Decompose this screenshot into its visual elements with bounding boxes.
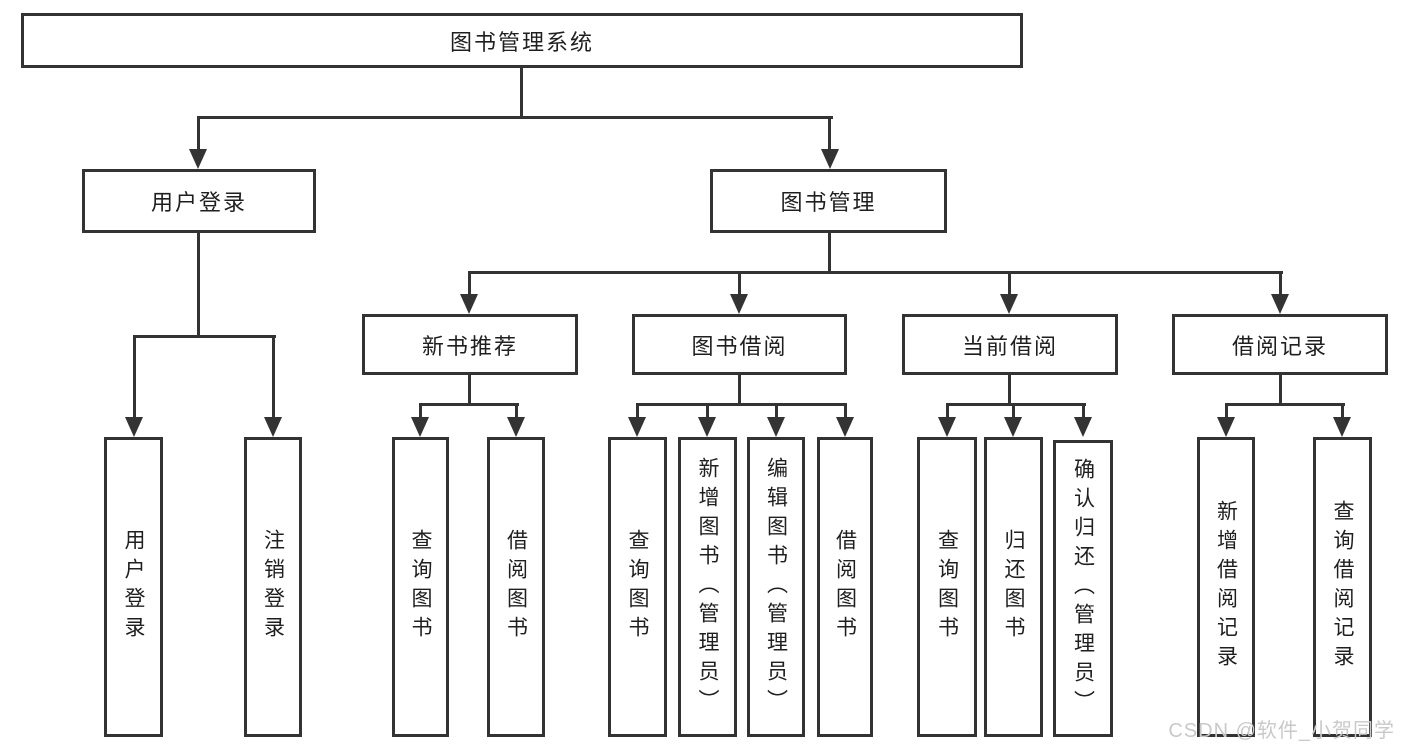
- node-label: 查询借阅记录: [1331, 500, 1354, 674]
- connector-line: [1341, 403, 1344, 418]
- node-label: 当前借阅: [961, 333, 1058, 359]
- connector-line: [419, 403, 422, 418]
- node-book-management: 图书管理: [710, 169, 947, 233]
- node-label: 归还图书: [1002, 529, 1025, 645]
- leaf-add-borrowing-record: 新增借阅记录: [1197, 437, 1255, 737]
- connector-line: [738, 271, 741, 297]
- connector-line: [468, 271, 471, 297]
- connector-line: [1225, 403, 1228, 418]
- connector-line: [515, 403, 518, 418]
- node-label: 新书推荐: [421, 333, 518, 359]
- connector-line: [1225, 403, 1345, 406]
- connector-line: [419, 403, 519, 406]
- arrowhead-down-icon: [698, 417, 716, 437]
- connector-line: [1012, 403, 1015, 418]
- node-root: 图书管理系统: [21, 13, 1023, 68]
- node-label: 借阅图书: [504, 529, 528, 645]
- node-label: 借阅图书: [833, 529, 857, 645]
- connector-line: [844, 403, 847, 418]
- arrowhead-down-icon: [1333, 417, 1351, 437]
- arrowhead-down-icon: [1074, 417, 1092, 437]
- node-user-login: 用户登录: [82, 169, 316, 233]
- leaf-logout: 注销登录: [244, 437, 302, 737]
- arrowhead-down-icon: [730, 294, 748, 314]
- leaf-return-books: 归还图书: [984, 437, 1043, 737]
- arrowhead-down-icon: [189, 149, 207, 169]
- node-borrowing-records: 借阅记录: [1172, 314, 1388, 375]
- arrowhead-down-icon: [767, 417, 785, 437]
- node-label: 新增借阅记录: [1214, 500, 1238, 674]
- arrowhead-down-icon: [1271, 294, 1289, 314]
- connector-line: [133, 335, 136, 418]
- node-label: 查询图书: [935, 529, 959, 645]
- connector-line: [946, 403, 949, 418]
- connector-line: [946, 403, 1086, 406]
- node-label: 图书借阅: [691, 333, 788, 359]
- connector-line: [636, 403, 847, 406]
- arrowhead-down-icon: [1004, 417, 1022, 437]
- connector-line: [272, 335, 275, 418]
- node-label: 用户登录: [150, 190, 247, 215]
- connector-line: [636, 403, 639, 418]
- node-label: 编辑图书（管理员）: [764, 456, 788, 718]
- node-label: 确认归还（管理员）: [1071, 458, 1095, 719]
- node-label: 注销登录: [261, 529, 285, 645]
- connector-line: [706, 403, 709, 418]
- connector-line: [133, 335, 276, 338]
- connector-line: [197, 116, 833, 119]
- leaf-add-books-admin: 新增图书（管理员）: [678, 437, 737, 737]
- node-label: 图书管理: [780, 190, 877, 215]
- arrowhead-down-icon: [628, 417, 646, 437]
- node-current-borrowing: 当前借阅: [902, 314, 1118, 375]
- connector-line: [738, 374, 741, 406]
- arrowhead-down-icon: [460, 294, 478, 314]
- connector-line: [197, 231, 200, 337]
- connector-line: [1008, 374, 1011, 406]
- arrowhead-down-icon: [938, 417, 956, 437]
- leaf-query-books-recommend: 查询图书: [392, 437, 449, 737]
- leaf-query-books-borrowing: 查询图书: [608, 437, 667, 737]
- connector-line: [468, 374, 471, 406]
- arrowhead-down-icon: [1000, 294, 1018, 314]
- connector-line: [468, 271, 1283, 274]
- connector-line: [197, 116, 200, 150]
- leaf-user-login: 用户登录: [104, 437, 163, 737]
- connector-line: [828, 116, 831, 150]
- arrowhead-down-icon: [264, 417, 282, 437]
- connector-line: [520, 66, 523, 119]
- watermark: CSDN @软件_小贺同学: [1168, 720, 1395, 742]
- node-label: 查询图书: [409, 529, 432, 645]
- node-label: 用户登录: [122, 529, 145, 645]
- leaf-borrow-books-recommend: 借阅图书: [487, 437, 545, 737]
- connector-line: [1279, 374, 1282, 406]
- connector-line: [828, 231, 831, 274]
- node-label: 借阅记录: [1231, 333, 1328, 359]
- node-label: 图书管理系统: [449, 29, 594, 55]
- leaf-edit-books-admin: 编辑图书（管理员）: [747, 437, 805, 737]
- arrowhead-down-icon: [411, 417, 429, 437]
- leaf-query-borrowing-record: 查询借阅记录: [1313, 437, 1372, 737]
- arrowhead-down-icon: [821, 149, 839, 169]
- leaf-borrow-books-borrowing: 借阅图书: [817, 437, 873, 737]
- connector-line: [1082, 403, 1085, 418]
- node-book-borrowing: 图书借阅: [632, 314, 847, 375]
- connector-line: [1279, 271, 1282, 297]
- arrowhead-down-icon: [836, 417, 854, 437]
- node-new-book-recommendation: 新书推荐: [362, 314, 578, 375]
- leaf-query-books-current: 查询图书: [917, 437, 977, 737]
- arrowhead-down-icon: [125, 417, 143, 437]
- connector-line: [1008, 271, 1011, 297]
- node-label: 新增图书（管理员）: [696, 456, 719, 718]
- arrowhead-down-icon: [1217, 417, 1235, 437]
- node-label: 查询图书: [626, 529, 649, 645]
- arrowhead-down-icon: [507, 417, 525, 437]
- connector-line: [775, 403, 778, 418]
- leaf-confirm-return-admin: 确认归还（管理员）: [1053, 440, 1113, 737]
